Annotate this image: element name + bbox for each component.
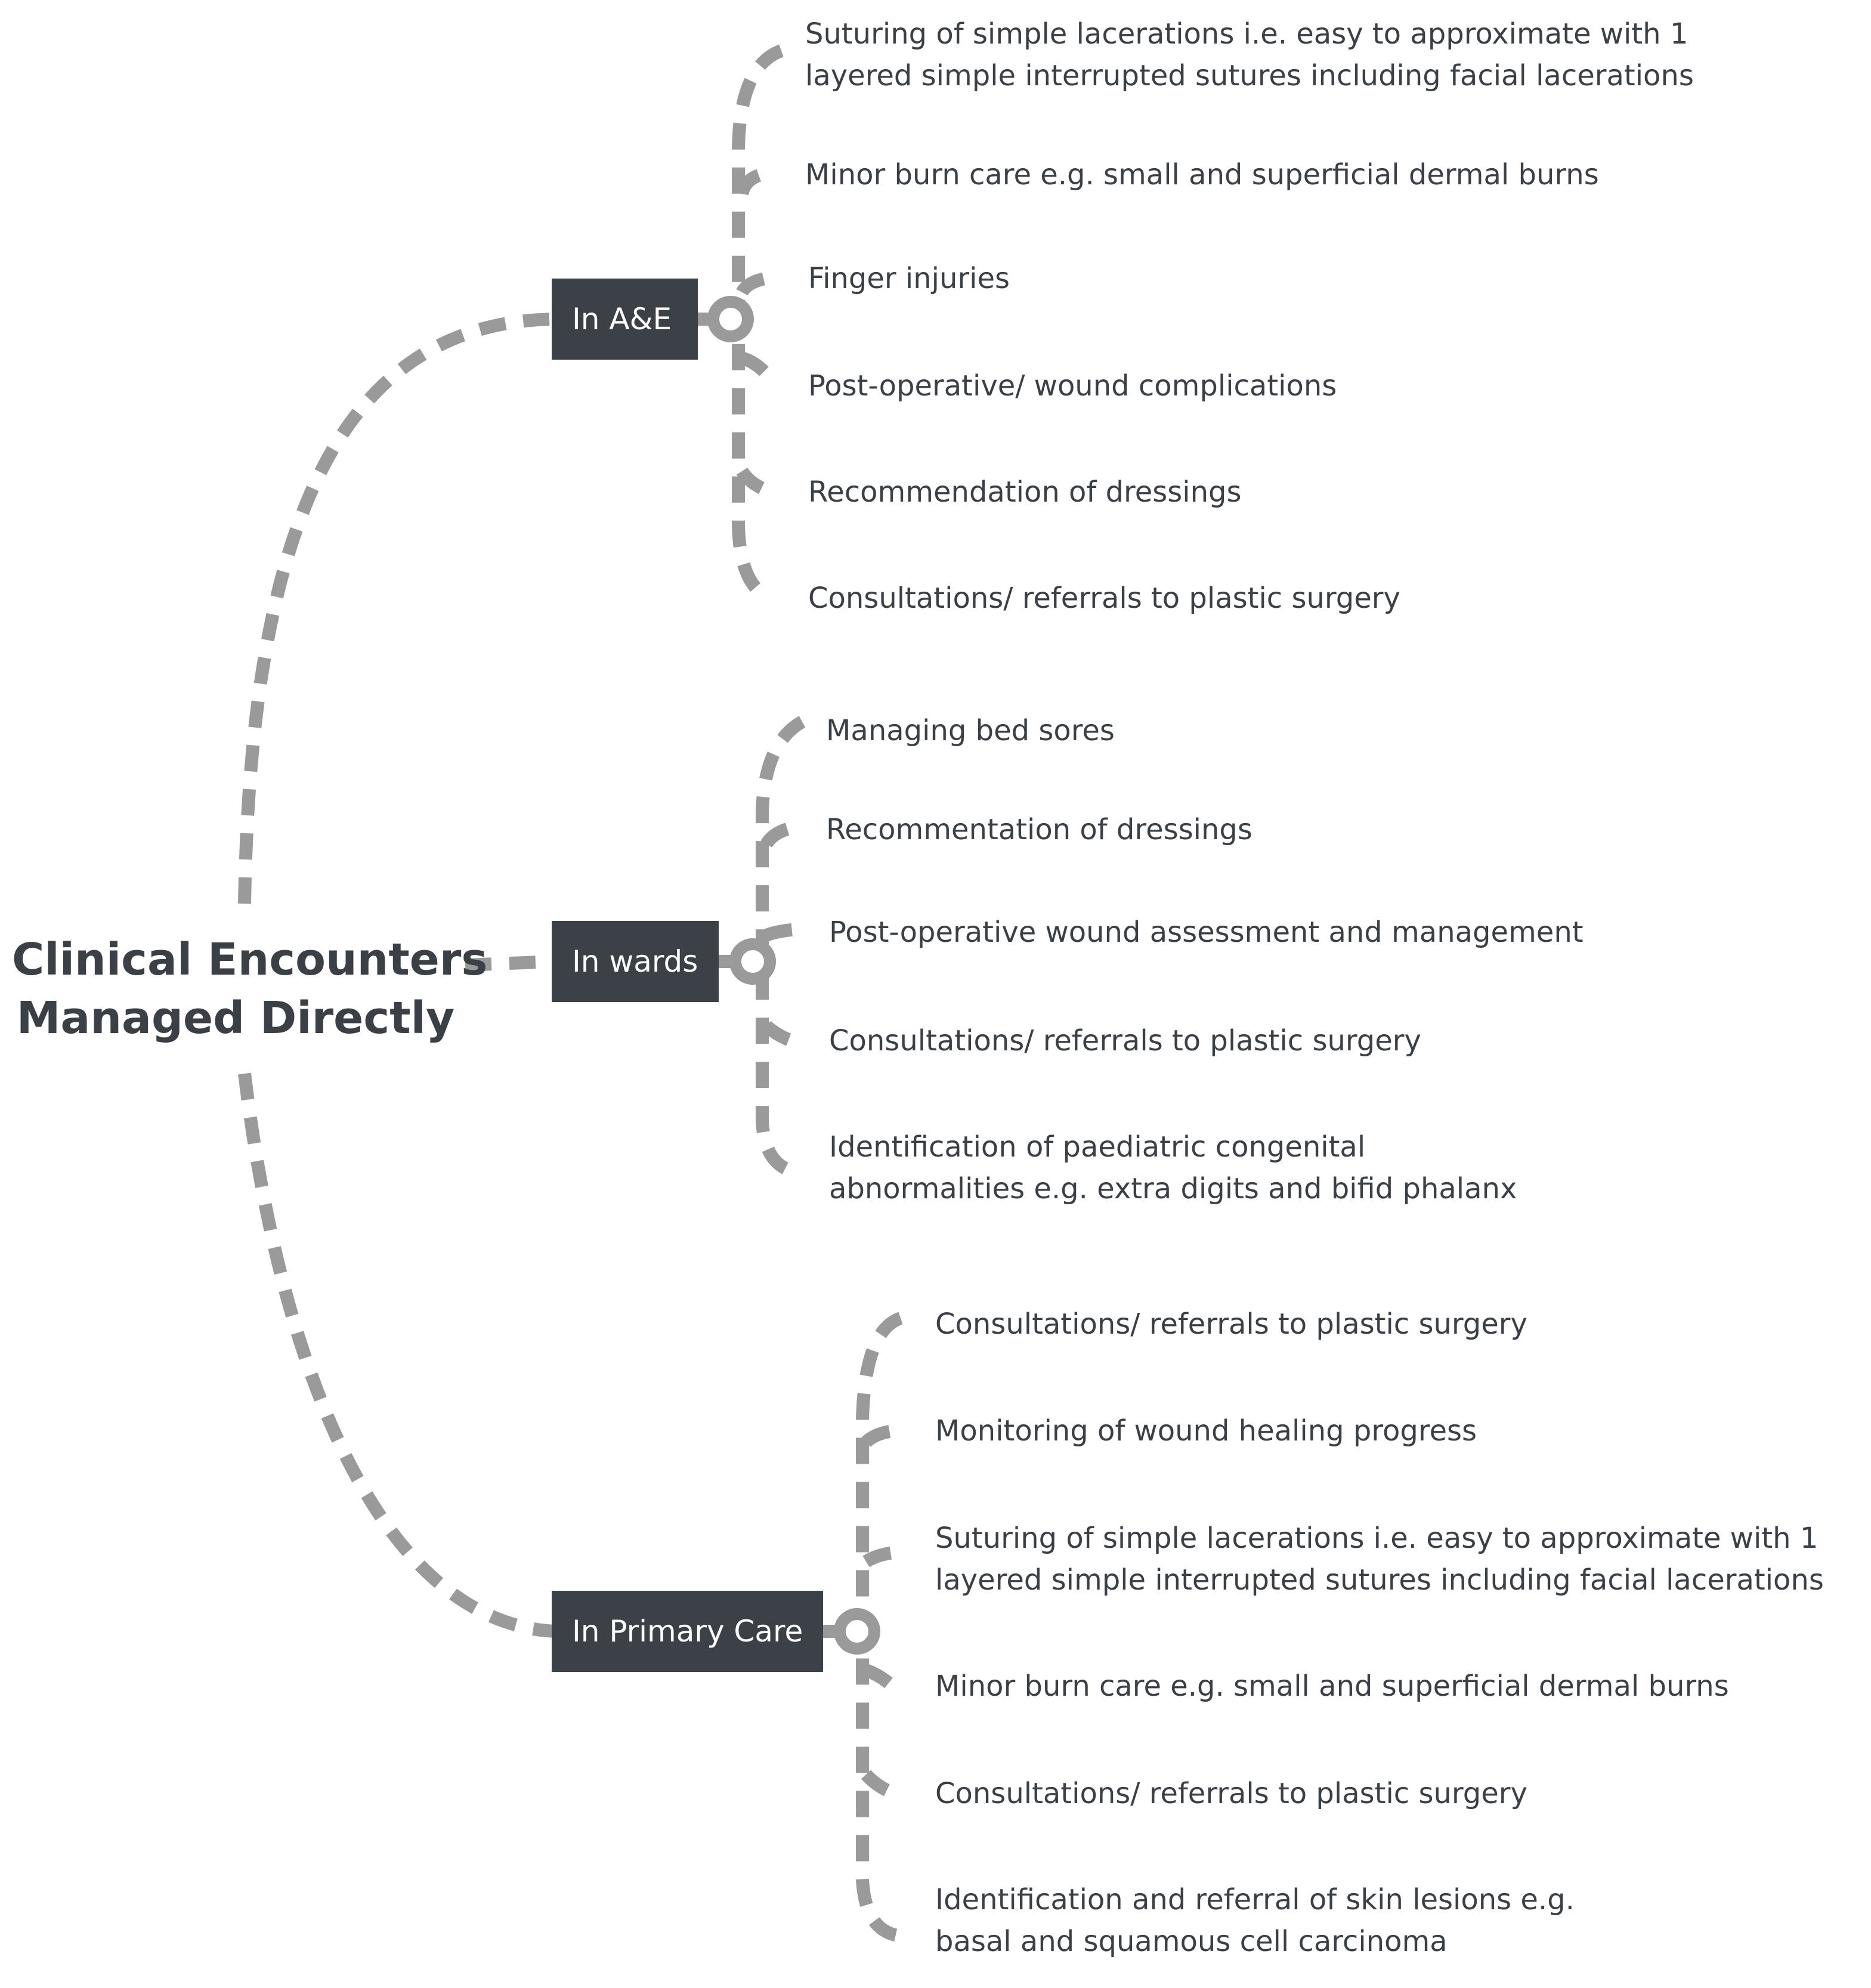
primary-item-1: Consultations/ referrals to plastic surg…	[935, 1307, 1527, 1341]
tick-primary-5	[861, 1770, 900, 1801]
tick-wards-3	[763, 923, 800, 942]
tick-primary-2	[861, 1424, 901, 1448]
tick-primary-4	[864, 1664, 902, 1696]
wards-item-4: Consultations/ referrals to plastic surg…	[829, 1024, 1421, 1058]
wards-item-2: Recommentation of dressings	[826, 813, 1253, 846]
primary-item-5: Consultations/ referrals to plastic surg…	[935, 1777, 1527, 1810]
primary-item-6: Identification and referral of skin lesi…	[935, 1883, 1575, 1958]
branch-box-wards: In wards	[552, 921, 719, 1002]
tick-wards-4	[762, 1021, 801, 1049]
primary-item-3: Suturing of simple lacerations i.e. easy…	[935, 1522, 1824, 1597]
connector-root-to-primary	[238, 1072, 555, 1638]
bracket-ae	[732, 44, 784, 602]
ae-item-5: Recommendation of dressings	[808, 475, 1242, 509]
tick-ae-4	[740, 351, 778, 386]
ae-item-4: Post-operative/ wound complications	[808, 369, 1337, 403]
root-node-title: Clinical Encounters Managed Directly	[12, 930, 488, 1047]
bracket-wards	[756, 716, 806, 1179]
tick-wards-2	[760, 820, 803, 848]
hub-wards	[729, 938, 776, 985]
tick-primary-3	[862, 1545, 901, 1567]
ae-item-3: Finger injuries	[808, 262, 1010, 295]
tick-ae-2	[735, 166, 771, 196]
root-title-line1: Clinical Encounters	[12, 934, 488, 985]
wards-item-3: Post-operative wound assessment and mana…	[829, 916, 1584, 949]
tick-ae-3	[736, 271, 774, 296]
root-title-line2: Managed Directly	[16, 993, 455, 1044]
wards-item-5: Identification of paediatric congenital …	[829, 1130, 1517, 1205]
hub-primary	[834, 1608, 880, 1655]
ae-item-2: Minor burn care e.g. small and superfici…	[805, 158, 1599, 191]
bracket-primary	[856, 1312, 904, 1942]
branch-box-ae: In A&E	[552, 279, 698, 360]
connector-root-to-ae	[238, 313, 555, 904]
branch-box-primary-care: In Primary Care	[552, 1591, 823, 1672]
ae-item-6: Consultations/ referrals to plastic surg…	[808, 582, 1400, 615]
hub-ae	[707, 296, 754, 342]
primary-item-4: Minor burn care e.g. small and superfici…	[935, 1669, 1729, 1703]
ae-item-1: Suturing of simple lacerations i.e. easy…	[805, 17, 1694, 92]
primary-item-2: Monitoring of wound healing progress	[935, 1414, 1477, 1448]
connector-root-to-wards	[465, 955, 555, 972]
tick-ae-5	[736, 467, 775, 499]
wards-item-1: Managing bed sores	[826, 714, 1115, 747]
